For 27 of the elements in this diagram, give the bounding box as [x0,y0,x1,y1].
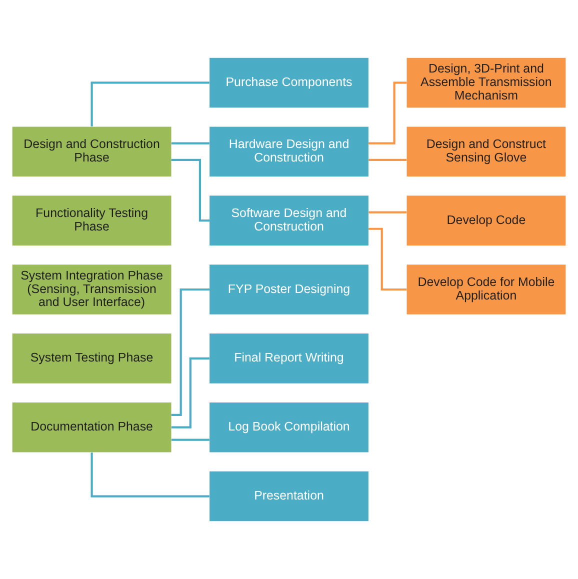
node-box: Final Report Writing [210,334,368,384]
connector [171,158,210,222]
node-box: Documentation Phase [12,402,172,452]
connector [368,158,407,161]
connector [90,82,210,126]
node-box: System Integration Phase (Sensing, Transmission and User Interface) [12,264,172,314]
connector [90,452,210,498]
connector [368,228,407,291]
connector [368,211,407,214]
connector [171,142,210,144]
node-box: Software Design and Construction [210,196,368,246]
node-box: Design and Construct Sensing Glove [406,126,566,177]
node-box: Design and Construction Phase [12,126,172,177]
node-box: Design, 3D-Print and Assemble Transmission Mechanism [406,58,566,108]
node-box: Presentation [210,471,368,522]
node-box: Purchase Components [210,58,368,108]
connector [171,357,210,428]
connector [171,288,210,416]
node-box: Develop Code for Mobile Application [406,264,566,314]
node-box: Log Book Compilation [210,402,368,452]
connector [368,82,407,144]
node-box: Functionality Testing Phase [12,196,172,246]
node-box: System Testing Phase [12,334,172,384]
connector [171,438,210,441]
node-box: FYP Poster Designing [210,264,368,314]
node-box: Develop Code [406,196,566,246]
node-box: Hardware Design and Construction [210,126,368,177]
